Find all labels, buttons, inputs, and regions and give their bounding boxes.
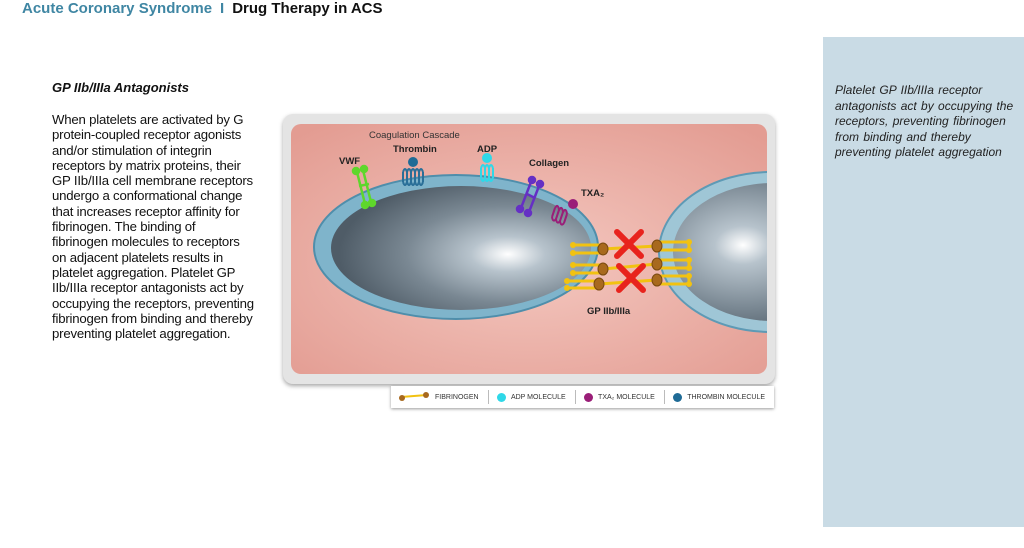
txa2-molecule-icon	[584, 392, 594, 402]
blocked-x-icon	[616, 263, 646, 293]
slide-header: Acute Coronary Syndrome I Drug Therapy in …	[22, 0, 383, 18]
adp-receptor-icon	[480, 153, 494, 182]
thrombin-receptor-icon	[402, 157, 424, 186]
legend-item-adp: ADP MOLECULE	[496, 392, 566, 402]
adp-label: ADP	[477, 144, 498, 155]
txa2-label: TXA₂	[581, 188, 604, 199]
slide-subtitle: GP IIb/IIIa Antagonists	[52, 80, 189, 95]
legend-item-thrombin: THROMBIN MOLECULE	[673, 392, 766, 402]
header-separator: I	[220, 0, 225, 17]
coagulation-cascade-label: Coagulation Cascade	[369, 130, 460, 141]
collagen-label: Collagen	[529, 158, 569, 169]
side-note-panel: Platelet GP IIb/IIIa receptor antagonist…	[823, 37, 1024, 527]
diagram-legend: FIBRINOGEN ADP MOLECULE TXA₂ MOLECULE TH…	[391, 386, 774, 408]
vwf-label: VWF	[339, 156, 360, 167]
fibrinogen-bridges	[564, 239, 692, 291]
legend-label: ADP MOLECULE	[510, 393, 566, 401]
mechanism-diagram: VWF Coagulation Cascade Thrombin ADP	[283, 114, 775, 384]
legend-item-txa2: TXA₂ MOLECULE	[584, 392, 655, 402]
txa2-receptor-icon	[551, 199, 578, 226]
vwf-receptor-icon	[351, 164, 377, 210]
thrombin-label: Thrombin	[393, 144, 437, 155]
side-note-text: Platelet GP IIb/IIIa receptor antagonist…	[835, 83, 1014, 159]
section-title: Acute Coronary Syndrome	[22, 0, 213, 17]
legend-label: THROMBIN MOLECULE	[687, 393, 766, 401]
fibrinogen-icon	[399, 392, 429, 401]
body-paragraph: When platelets are activated by G protei…	[52, 112, 254, 342]
legend-label: FIBRINOGEN	[435, 393, 479, 401]
diagram-canvas: VWF Coagulation Cascade Thrombin ADP	[291, 124, 767, 374]
legend-item-fibrinogen: FIBRINOGEN	[397, 392, 479, 402]
adp-molecule-icon	[496, 392, 506, 402]
topic-title: Drug Therapy in ACS	[232, 0, 383, 17]
gp-iib-iiia-label: GP IIb/IIIa	[587, 306, 631, 317]
blocked-x-icon	[614, 229, 644, 259]
platelet	[313, 174, 599, 320]
left-column: GP IIb/IIIa Antagonists When platelets a…	[52, 80, 254, 341]
legend-label: TXA₂ MOLECULE	[598, 393, 655, 401]
thrombin-molecule-icon	[673, 392, 683, 402]
collagen-receptor-icon	[515, 175, 545, 218]
